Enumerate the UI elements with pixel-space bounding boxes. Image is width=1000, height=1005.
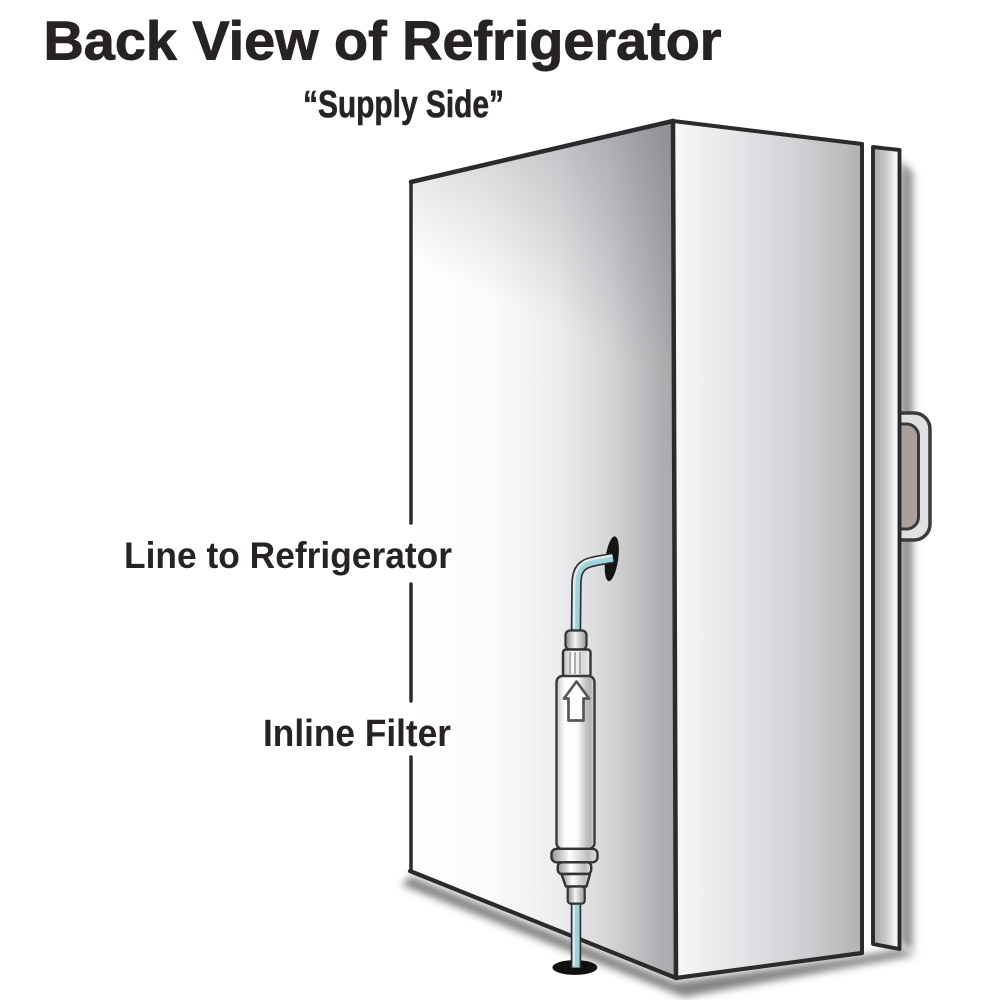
svg-text:Inline Filter: Inline Filter: [263, 713, 451, 755]
svg-text:“Supply Side”: “Supply Side”: [303, 84, 504, 126]
svg-text:Back View of Refrigerator: Back View of Refrigerator: [44, 10, 722, 72]
svg-text:Line to Refrigerator: Line to Refrigerator: [124, 534, 452, 576]
